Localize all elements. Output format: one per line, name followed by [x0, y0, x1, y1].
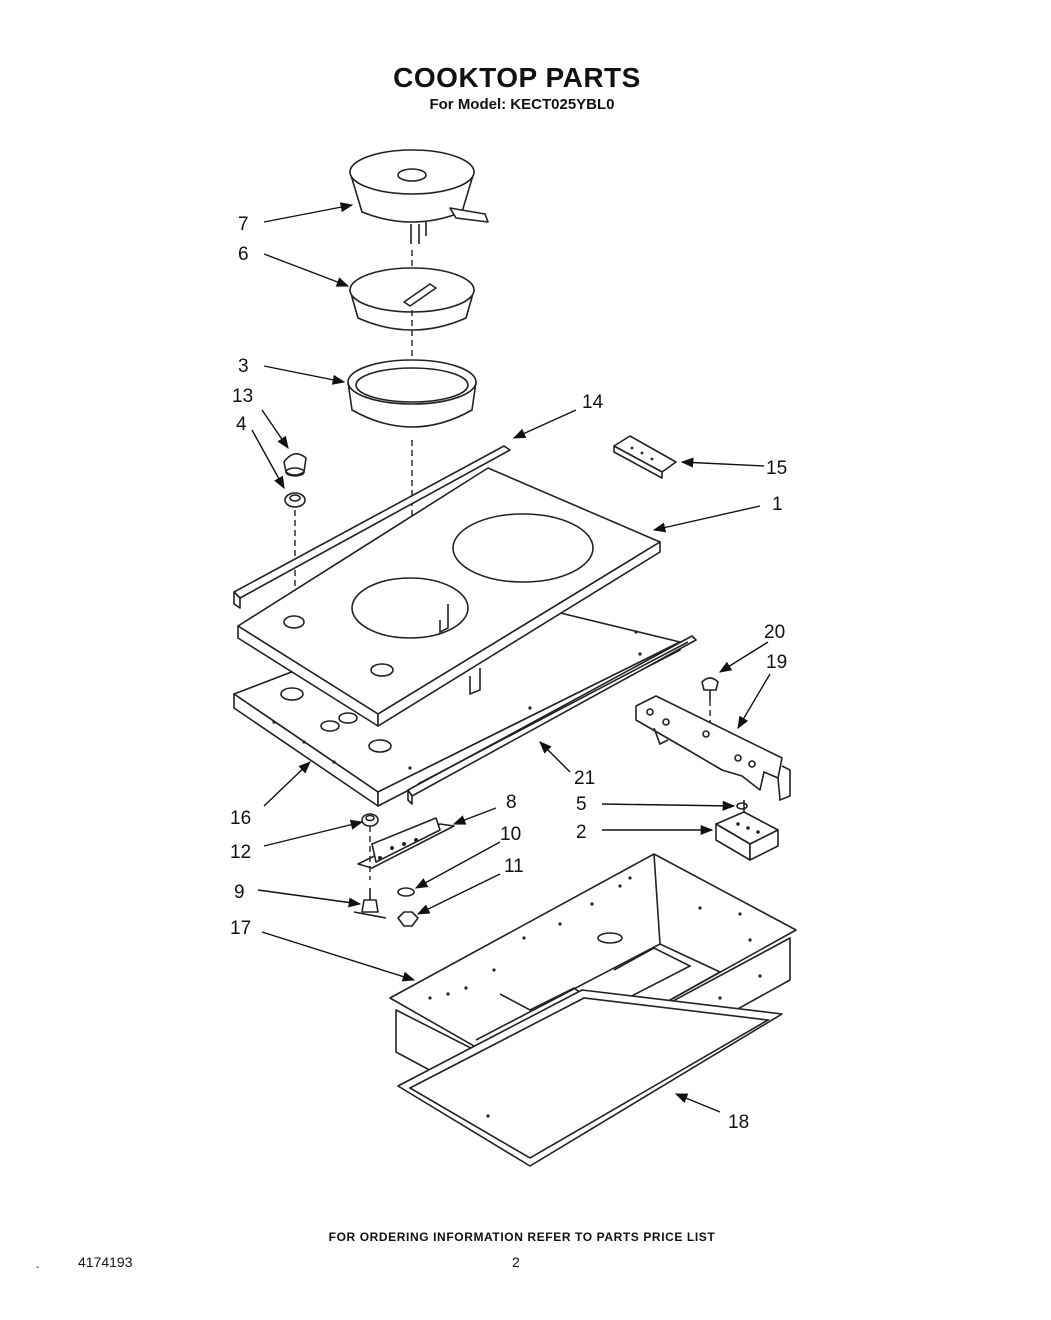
glass-cooktop: [237, 467, 661, 727]
knob-bushing: [284, 492, 306, 508]
callout-3: 3: [238, 356, 249, 377]
callout-16: 16: [230, 808, 251, 829]
callout-18: 18: [728, 1112, 749, 1133]
infinite-switch: [715, 800, 779, 861]
small-bracket: [613, 435, 677, 479]
callout-17: 17: [230, 918, 251, 939]
callout-10: 10: [500, 824, 521, 845]
bottom-cover-plate: [397, 989, 783, 1167]
callout-2: 2: [576, 822, 587, 843]
callout-8: 8: [506, 792, 517, 813]
surface-element: [349, 149, 489, 244]
callout-4: 4: [236, 414, 247, 435]
callout-6: 6: [238, 244, 249, 265]
side-trim-strip: [233, 445, 511, 609]
terminal-nut: [397, 911, 419, 927]
hex-nut: [361, 813, 379, 827]
control-knob: [283, 453, 307, 477]
leader-lines: [251, 202, 771, 1113]
model-subtitle: For Model: KECT025YBL0: [429, 96, 615, 113]
callout-14: 14: [582, 392, 604, 413]
callout-15: 15: [766, 458, 787, 479]
callout-12: 12: [230, 842, 251, 863]
ordering-info-note: FOR ORDERING INFORMATION REFER TO PARTS …: [328, 1230, 716, 1244]
limit-sensor: [353, 888, 387, 919]
callout-1: 1: [772, 494, 783, 515]
reflector-bowl: [349, 267, 475, 331]
callout-5: 5: [576, 794, 587, 815]
trim-ring: [347, 359, 477, 428]
front-trim-strip: [407, 635, 697, 805]
switch-bracket: [635, 695, 791, 802]
callout-20: 20: [764, 622, 785, 643]
switch-washer: [736, 802, 748, 810]
margin-mark: -: [36, 1262, 40, 1273]
callout-11: 11: [504, 856, 524, 877]
page-number: 2: [512, 1254, 520, 1270]
terminal-bracket: [357, 817, 455, 869]
callout-9: 9: [234, 882, 245, 903]
terminal-washer: [397, 887, 415, 897]
callout-19: 19: [766, 652, 787, 673]
callout-13: 13: [232, 386, 253, 407]
callout-21: 21: [574, 768, 595, 789]
page-title: COOKTOP PARTS: [393, 62, 641, 93]
callout-numbers: 7 6 3 13 4 14 15 1 20 19 16 21 8 5 10 2 …: [230, 214, 787, 1133]
callout-7: 7: [238, 214, 249, 235]
mounting-screw: [701, 677, 719, 700]
document-number: 4174193: [78, 1254, 133, 1270]
